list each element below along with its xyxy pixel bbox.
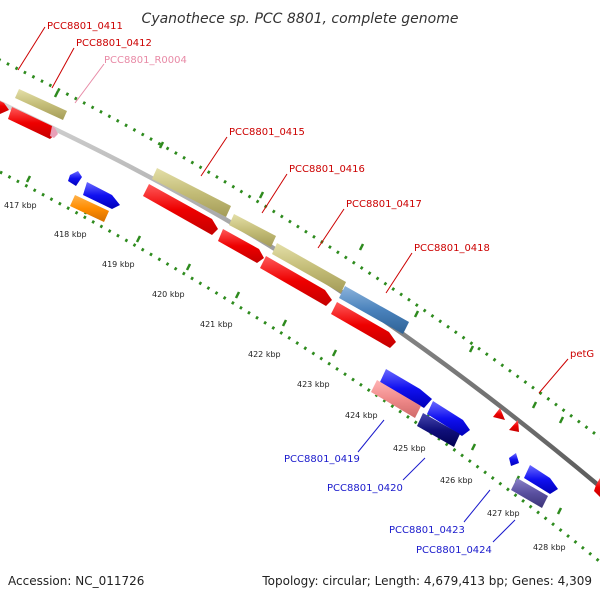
outer-callout-lines <box>17 26 569 394</box>
inner-callout-lines <box>357 419 516 543</box>
inner-gene-labels: PCC8801_0419 PCC8801_0420 PCC8801_0423 P… <box>284 454 492 556</box>
inner-major-ticks <box>25 175 563 515</box>
gene-label[interactable]: PCC8801_0411 <box>47 21 123 32</box>
gene-0418-steel[interactable] <box>339 286 409 334</box>
tick-label: 421 kbp <box>200 320 233 329</box>
gene-0423-blue-arrow[interactable] <box>524 465 558 494</box>
gene-label[interactable]: PCC8801_0416 <box>289 164 365 175</box>
tick-label: 427 kbp <box>487 509 520 518</box>
genome-backbone <box>0 100 600 490</box>
tick-label: 417 kbp <box>4 201 37 210</box>
gene-0411-arrow[interactable] <box>0 98 9 114</box>
tick-label: 422 kbp <box>248 350 281 359</box>
gene-418-orange[interactable] <box>70 195 109 222</box>
gene-0411-khaki[interactable] <box>15 89 67 120</box>
gene-0417-khaki[interactable] <box>272 243 346 293</box>
gene-track-khaki <box>15 89 346 293</box>
tick-label: 418 kbp <box>54 230 87 239</box>
gene-0416-arrow[interactable] <box>218 229 264 263</box>
gene-edge-red[interactable] <box>594 478 600 497</box>
tick-label: 425 kbp <box>393 444 426 453</box>
gene-0420-blue-arrow[interactable] <box>427 401 470 436</box>
tick-label: 423 kbp <box>297 380 330 389</box>
gene-0424-slate[interactable] <box>511 478 548 508</box>
accession-text: Accession: NC_011726 <box>8 574 144 588</box>
gene-label[interactable]: PCC8801_0412 <box>76 38 152 49</box>
outer-gene-labels: PCC8801_0411 PCC8801_0412 PCC8801_R0004 … <box>47 21 594 360</box>
gene-0418-arrow[interactable] <box>331 302 396 348</box>
gene-0419-pink[interactable] <box>371 380 421 418</box>
gene-label[interactable]: PCC8801_R0004 <box>104 55 187 66</box>
rrna-r0004-arrow[interactable] <box>50 126 58 138</box>
topology-text: Topology: circular; Length: 4,679,413 bp… <box>261 574 592 588</box>
outer-major-ticks <box>53 90 565 424</box>
gene-0417-arrow[interactable] <box>260 256 332 306</box>
tick-label: 428 kbp <box>533 543 566 552</box>
tick-label: 419 kbp <box>102 260 135 269</box>
tick-label: 426 kbp <box>440 476 473 485</box>
gene-label[interactable]: petG <box>570 349 594 360</box>
tick-label: 424 kbp <box>345 411 378 420</box>
gene-label[interactable]: PCC8801_0424 <box>416 545 492 556</box>
gene-label[interactable]: PCC8801_0417 <box>346 199 422 210</box>
gene-0416-khaki[interactable] <box>229 214 276 247</box>
gene-label[interactable]: PCC8801_0423 <box>389 525 465 536</box>
gene-0420-navy[interactable] <box>417 413 460 447</box>
outer-tick-row <box>0 58 600 440</box>
gene-417-small-blue[interactable] <box>68 171 82 186</box>
gene-0412-arrow[interactable] <box>8 107 57 139</box>
gene-0419-blue-arrow[interactable] <box>380 369 432 408</box>
gene-label[interactable]: PCC8801_0415 <box>229 127 305 138</box>
inner-tick-row <box>0 170 600 564</box>
gene-label[interactable]: PCC8801_0418 <box>414 243 490 254</box>
gene-417-blue-arrow[interactable] <box>83 182 120 209</box>
petg-arrow-2[interactable] <box>509 420 519 432</box>
map-title: Cyanothece sp. PCC 8801, complete genome <box>142 11 459 27</box>
gene-0415-khaki[interactable] <box>152 168 231 217</box>
gene-0415-arrow[interactable] <box>143 184 218 235</box>
gene-0423-small-blue[interactable] <box>509 453 519 466</box>
petg-arrow-1[interactable] <box>493 408 505 420</box>
gene-label[interactable]: PCC8801_0419 <box>284 454 360 465</box>
kbp-scale: 417 kbp 418 kbp 419 kbp 420 kbp 421 kbp … <box>4 201 566 552</box>
gene-label[interactable]: PCC8801_0420 <box>327 483 403 494</box>
tick-label: 420 kbp <box>152 290 185 299</box>
